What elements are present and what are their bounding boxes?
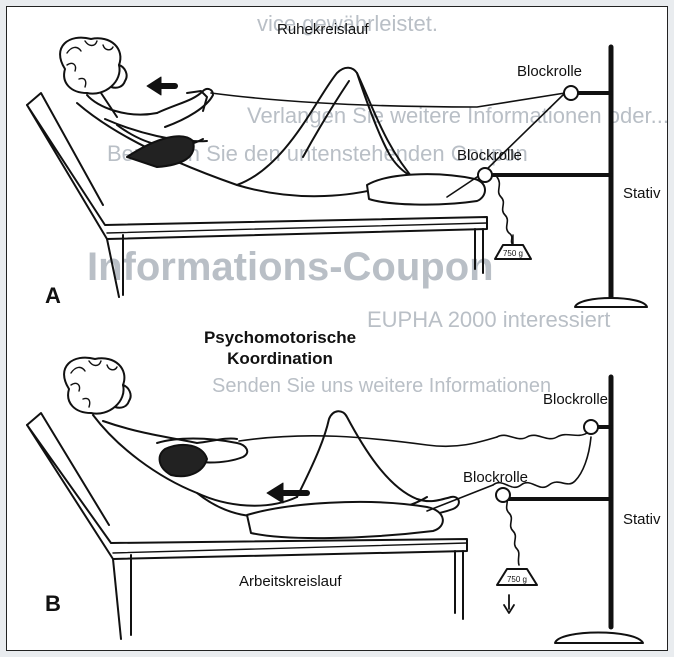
- panel-a-circuit-label: Ruhekreislauf: [277, 21, 369, 38]
- woman-a: [60, 38, 485, 205]
- panel-b-letter: B: [45, 591, 61, 617]
- panel-a-stand-label: Stativ: [623, 185, 661, 202]
- figure-title: Psychomotorische Koordination: [185, 327, 375, 369]
- panel-b-circuit-label: Arbeitskreislauf: [239, 573, 342, 590]
- title-line-2: Koordination: [185, 348, 375, 369]
- panel-a-pulley-mid-label: Blockrolle: [457, 147, 522, 164]
- stand-b: [496, 377, 643, 643]
- title-line-1: Psychomotorische: [185, 327, 375, 348]
- arrow-a: [147, 77, 175, 95]
- panel-b-pulley-top-label: Blockrolle: [543, 391, 608, 408]
- panel-a-pulley-top-label: Blockrolle: [517, 63, 582, 80]
- panel-b-pulley-mid-label: Blockrolle: [463, 469, 528, 486]
- weight-b-text: 750 g: [507, 575, 527, 584]
- stand-a: [478, 47, 647, 307]
- woman-b: [64, 358, 459, 538]
- panel-a-letter: A: [45, 283, 61, 309]
- weight-a-text: 750 g: [503, 249, 523, 258]
- panel-b-stand-label: Stativ: [623, 511, 661, 528]
- figure-frame: vice gewährleistet. Verlangen Sie weiter…: [6, 6, 668, 651]
